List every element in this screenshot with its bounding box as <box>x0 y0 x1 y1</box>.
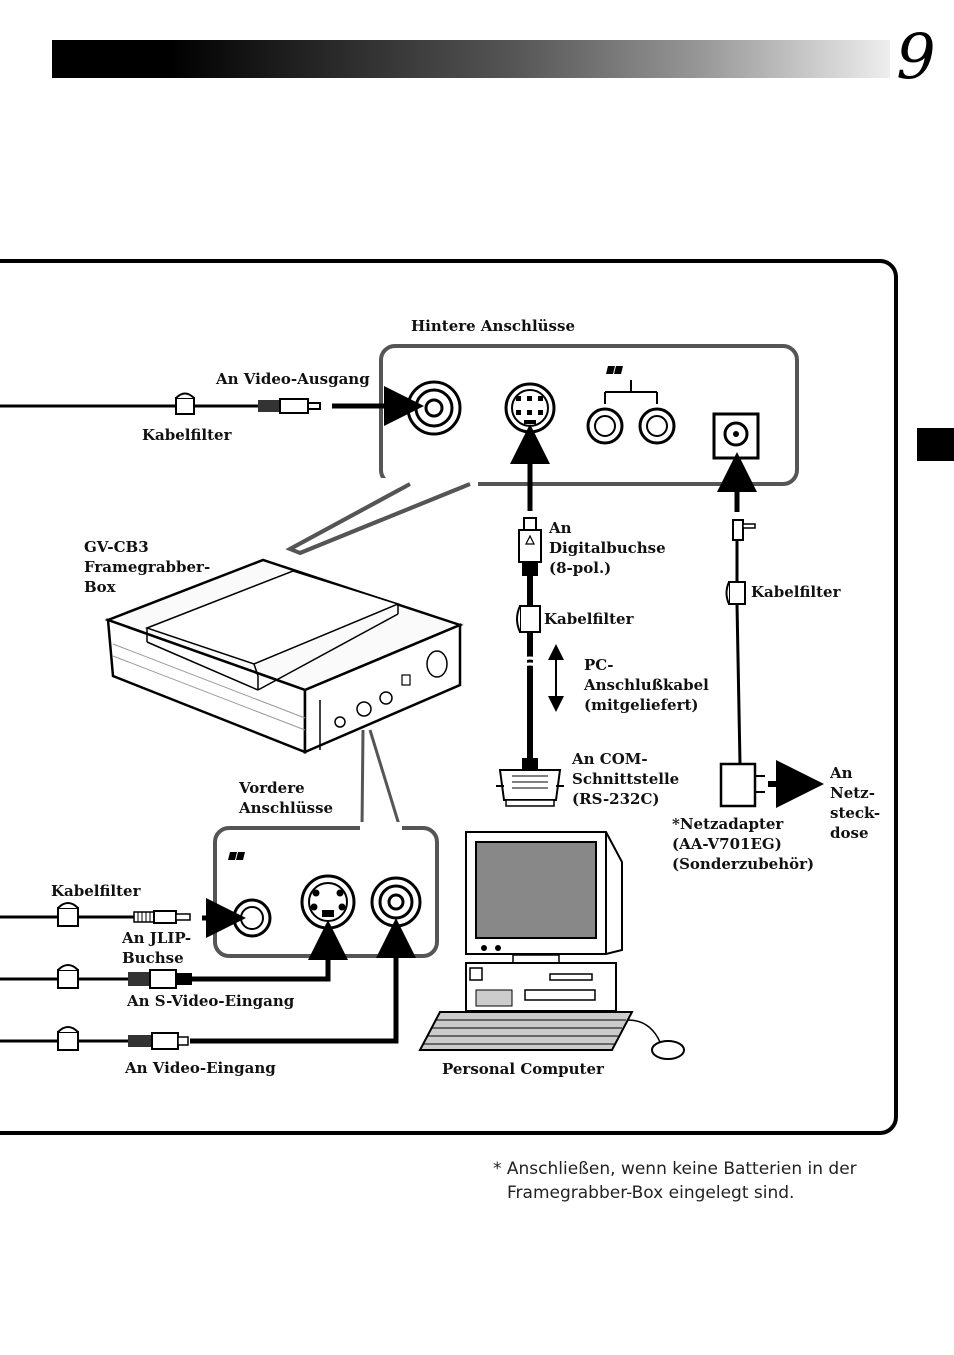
page-number: 9 <box>896 20 936 93</box>
label-vordere-anschluesse: Vordere Anschlüsse <box>239 779 334 817</box>
label-an-jlip-buchse: An JLIP- Buchse <box>122 929 192 967</box>
jlip-cable <box>0 898 246 938</box>
video-out-cable <box>0 386 424 426</box>
label-netzadapter: *Netzadapter (AA-V701EG) (Sonderzubehör) <box>672 815 815 873</box>
label-kabelfilter-front: Kabelfilter <box>51 882 141 900</box>
label-an-com: An COM- Schnittstelle (RS-232C) <box>572 750 680 808</box>
rear-video-out-jack-icon <box>406 380 462 436</box>
label-an-video-eingang: An Video-Eingang <box>125 1059 276 1077</box>
label-kabelfilter-top: Kabelfilter <box>142 426 232 444</box>
label-personal-computer: Personal Computer <box>442 1060 604 1078</box>
label-an-s-video-eingang: An S-Video-Eingang <box>127 992 295 1010</box>
diagram-frame <box>0 259 898 1135</box>
ac-adapter-cable <box>717 452 824 808</box>
footnote-line-2: Framegrabber-Box eingelegt sind. <box>507 1183 795 1203</box>
side-tab-marker <box>917 428 954 461</box>
front-jlip-jack-icon <box>232 898 272 938</box>
rear-panel <box>285 344 799 556</box>
footnote-line-1: * Anschließen, wenn keine Batterien in d… <box>493 1159 857 1179</box>
header-bar <box>52 40 890 78</box>
front-jlip-logo-icon <box>228 852 245 860</box>
label-an-digitalbuchse: An Digitalbuchse (8-pol.) <box>549 519 666 577</box>
front-video-in-jack-icon <box>370 876 422 928</box>
label-an-video-ausgang: An Video-Ausgang <box>216 370 370 388</box>
label-hintere-anschluesse: Hintere Anschlüsse <box>411 317 575 335</box>
rear-digital-8pin-jack-icon <box>504 382 556 434</box>
label-an-netzsteckdose: An Netz- steck- dose <box>830 764 881 842</box>
pc-connection-cable <box>496 424 564 807</box>
label-kabelfilter-adapter: Kabelfilter <box>751 583 841 601</box>
personal-computer <box>418 831 685 1060</box>
s-video-cable <box>0 920 348 989</box>
front-s-video-jack-icon <box>300 874 356 930</box>
rear-jlip-jacks-icon <box>586 366 676 445</box>
video-in-cable <box>0 918 416 1051</box>
label-kabelfilter-pc: Kabelfilter <box>544 610 634 628</box>
label-gv-cb3: GV-CB3 Framegrabber- Box <box>84 538 211 596</box>
label-pc-anschlusskabel: PC- Anschlußkabel (mitgeliefert) <box>584 656 709 714</box>
framegrabber-box <box>104 558 464 754</box>
rear-dc-in-jack-icon <box>712 412 760 460</box>
